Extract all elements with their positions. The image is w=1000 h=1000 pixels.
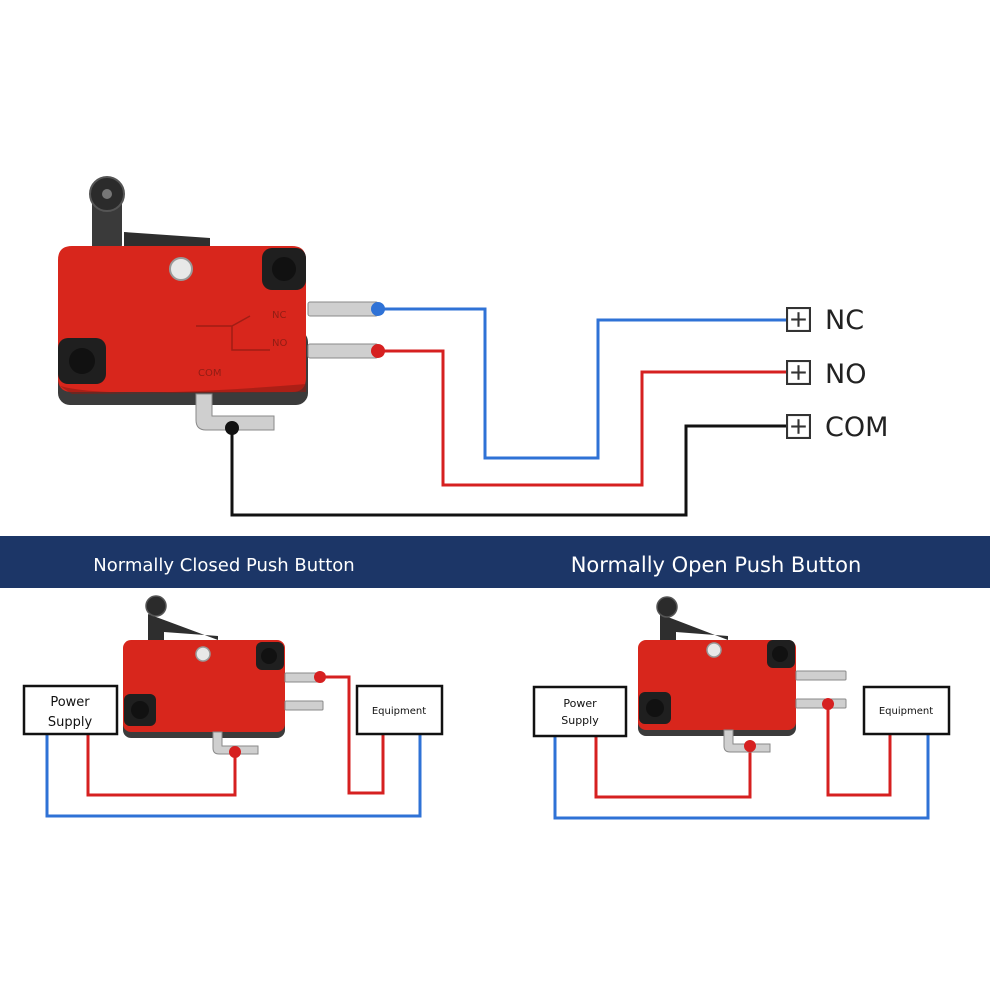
- no-terminal-icon: [786, 360, 811, 385]
- nc-power-supply-box: [22, 684, 119, 736]
- no-power-supply-label-2: Supply: [561, 714, 599, 727]
- nc-equipment-box: [355, 684, 444, 736]
- roller-lever: [89, 176, 210, 250]
- no-circuit-red-wire: [594, 736, 752, 799]
- mounting-hole: [262, 248, 306, 290]
- no-power-supply-label-1: Power: [563, 697, 597, 710]
- nc-circuit: Power Supply Equipment: [22, 595, 444, 818]
- nc-wire: [378, 307, 786, 460]
- com-terminal-icon: [786, 414, 811, 439]
- nc-circuit-red-wire: [86, 734, 237, 797]
- no-equipment-box: [862, 685, 951, 736]
- com-label: COM: [825, 412, 888, 443]
- com-terminal-tab: [195, 393, 275, 431]
- com-solder-point: [225, 421, 239, 435]
- no-solder-point: [371, 344, 385, 358]
- nc-circuit-nc-solder: [314, 671, 326, 683]
- no-section-title: Normally Open Push Button: [571, 553, 862, 577]
- switch-body: [58, 246, 306, 392]
- com-wire: [230, 424, 786, 517]
- no-circuit-no-solder: [822, 698, 834, 710]
- nc-label: NC: [825, 305, 864, 336]
- nc-circuit-com-solder: [229, 746, 241, 758]
- top-wiring: [225, 302, 786, 517]
- plunger-button: [169, 257, 193, 281]
- no-circuit-red-wire-2: [826, 704, 892, 797]
- mounting-hole: [58, 338, 106, 384]
- nc-circuit-blue-wire: [45, 734, 422, 818]
- no-power-supply-box: [532, 685, 628, 738]
- no-circuit-blue-wire: [553, 734, 930, 820]
- micro-switch-no: [638, 596, 847, 753]
- terminal-labels: NC NO COM: [786, 305, 888, 443]
- no-terminal-tab: [307, 343, 379, 359]
- nc-terminal-icon: [786, 307, 811, 332]
- nc-power-supply-label-1: Power: [50, 695, 90, 710]
- no-circuit: Power Supply Equipment: [532, 596, 951, 820]
- nc-section-title: Normally Closed Push Button: [93, 555, 354, 576]
- micro-switch-nc: [123, 595, 324, 755]
- section-banner: [0, 536, 990, 588]
- nc-solder-point: [371, 302, 385, 316]
- switch-markings: NC NO COM: [196, 310, 287, 379]
- marking-com: COM: [198, 368, 221, 379]
- no-circuit-com-solder: [744, 740, 756, 752]
- nc-equipment-label: Equipment: [372, 706, 426, 717]
- marking-no: NO: [272, 338, 287, 349]
- marking-nc: NC: [272, 310, 286, 321]
- nc-terminal-tab: [307, 301, 379, 317]
- no-equipment-label: Equipment: [879, 706, 933, 717]
- nc-power-supply-label-2: Supply: [48, 715, 93, 730]
- nc-circuit-red-wire-2: [320, 675, 385, 795]
- micro-switch-large: NC NO COM: [58, 176, 379, 431]
- no-label: NO: [825, 359, 866, 390]
- no-wire: [378, 349, 786, 487]
